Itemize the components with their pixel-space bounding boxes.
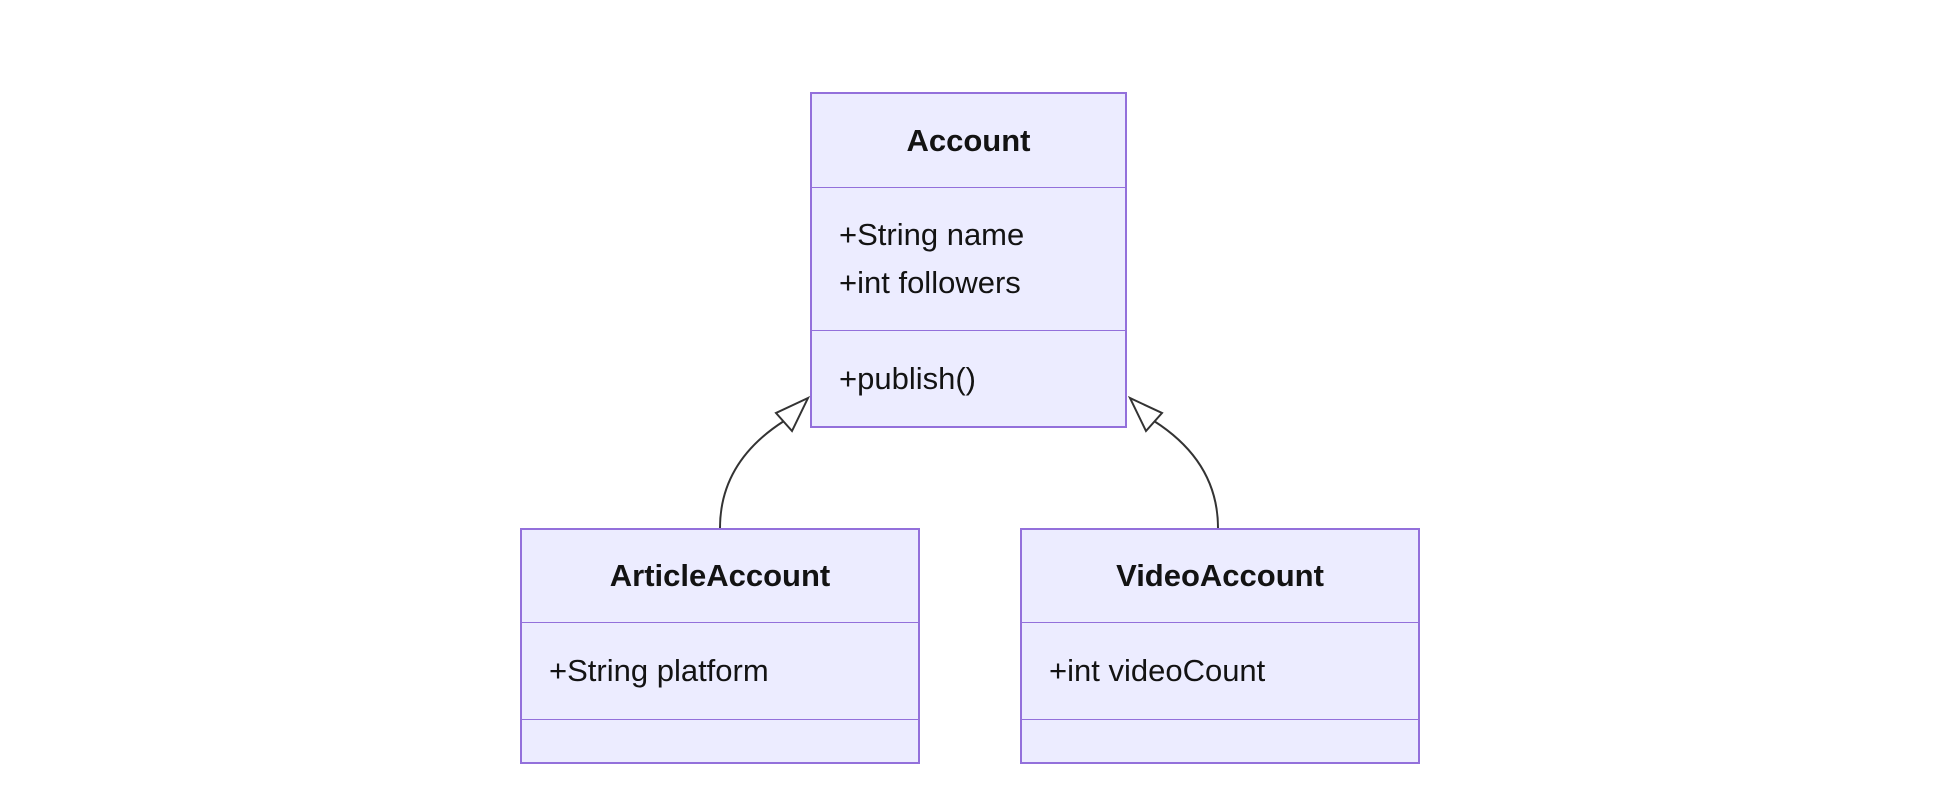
- class-attributes-section: +String name +int followers: [812, 187, 1125, 330]
- class-method: +publish(): [839, 360, 976, 396]
- hollow-triangle-arrowhead-icon: [774, 395, 811, 433]
- class-methods-section: [522, 719, 918, 762]
- class-methods-section: [1022, 719, 1418, 762]
- class-title: Account: [906, 122, 1031, 158]
- class-attributes-section: +String platform: [522, 622, 918, 719]
- class-attributes-section: +int videoCount: [1022, 622, 1418, 719]
- class-attribute: +int followers: [839, 265, 1021, 300]
- class-attribute: +String platform: [549, 653, 769, 688]
- hollow-triangle-arrowhead-icon: [1127, 395, 1164, 433]
- class-title: VideoAccount: [1116, 558, 1324, 593]
- class-title: ArticleAccount: [609, 558, 831, 593]
- class-node-account: Account +String name +int followers +pub…: [810, 92, 1127, 428]
- edge-curve: [719, 420, 785, 529]
- class-attribute: +int videoCount: [1049, 653, 1266, 688]
- inheritance-edge-articleaccount-to-account: [719, 395, 811, 529]
- inheritance-edge-videoaccount-to-account: [1127, 395, 1219, 529]
- class-methods-section: +publish(): [812, 330, 1125, 426]
- edge-curve: [1153, 420, 1219, 529]
- class-node-videoaccount: VideoAccount +int videoCount: [1020, 528, 1420, 764]
- class-node-articleaccount: ArticleAccount +String platform: [520, 528, 920, 764]
- class-attribute: +String name: [839, 217, 1025, 252]
